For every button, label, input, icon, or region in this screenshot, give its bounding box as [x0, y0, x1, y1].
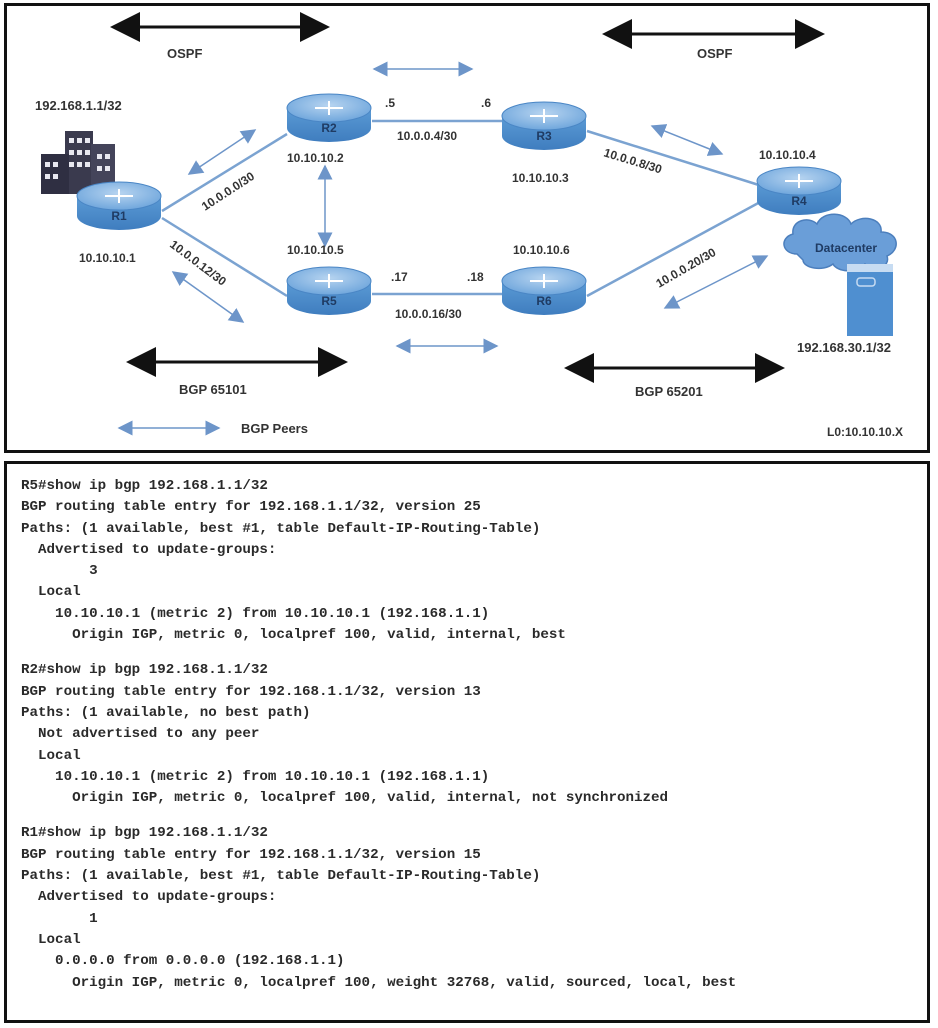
link-r6-r4 — [586, 199, 763, 298]
router-label: R1 — [111, 209, 127, 223]
cli-output-line: 10.10.10.1 (metric 2) from 10.10.10.1 (1… — [21, 605, 490, 622]
peer-arrow-r6-r4 — [663, 255, 769, 309]
router-label: R5 — [321, 294, 337, 308]
loopback-r6: 10.10.10.6 — [513, 243, 570, 257]
subnet-r3-r4: 10.0.0.8/30 — [602, 145, 664, 176]
cli-command-line: R5#show ip bgp 192.168.1.1/32 — [21, 478, 268, 494]
router-label: R6 — [536, 294, 552, 308]
legend-peer-label: BGP Peers — [241, 421, 308, 436]
subnet-r1-r2: 10.0.0.0/30 — [199, 169, 257, 214]
cli-output-line: BGP routing table entry for 192.168.1.1/… — [21, 683, 481, 700]
cli-command-line: R1#show ip bgp 192.168.1.1/32 — [21, 825, 268, 842]
router-r5: R5 — [286, 266, 372, 315]
peer-arrow-r1-r2 — [187, 129, 257, 175]
cli-output-line: Paths: (1 available, best #1, table Defa… — [21, 868, 541, 885]
router-label: R4 — [791, 194, 807, 208]
loopback-r4: 10.10.10.4 — [759, 148, 816, 162]
endpoint-r5-r6-a: .17 — [391, 270, 408, 284]
cli-output-line: 0.0.0.0 from 0.0.0.0 (192.168.1.1) — [21, 953, 345, 970]
datacenter-label: Datacenter — [815, 241, 877, 255]
loopback-r1: 10.10.10.1 — [79, 251, 136, 265]
cli-output-line: 10.10.10.1 (metric 2) from 10.10.10.1 (1… — [21, 768, 490, 785]
router-arrows-icon — [315, 101, 343, 115]
peer-arrow-r3-r4 — [650, 124, 724, 156]
cli-output-line: Local — [21, 584, 81, 601]
subnet-r5-r6: 10.0.0.16/30 — [395, 307, 462, 321]
links — [161, 119, 763, 298]
bgp-right-label: BGP 65201 — [635, 384, 703, 399]
cli-output-line: Origin IGP, metric 0, localpref 100, val… — [21, 627, 566, 644]
server-icon — [847, 264, 893, 336]
endpoint-r2-r3-b: .6 — [481, 96, 491, 110]
cli-output-line: 3 — [21, 563, 98, 580]
subnet-r6-r4: 10.0.0.20/30 — [654, 245, 719, 291]
cli-output-line: Paths: (1 available, no best path) — [21, 704, 311, 721]
cli-output-line: BGP routing table entry for 192.168.1.1/… — [21, 499, 481, 516]
router-r2: R2 — [286, 93, 372, 142]
loopback-r3: 10.10.10.3 — [512, 171, 569, 185]
router-arrows-icon — [105, 189, 133, 203]
site-left-prefix: 192.168.1.1/32 — [35, 98, 122, 113]
loopback-note: L0:10.10.10.X — [827, 425, 903, 439]
site-right-prefix: 192.168.30.1/32 — [797, 340, 891, 355]
cli-command-line: R2#show ip bgp 192.168.1.1/32 — [21, 662, 268, 679]
cli-output-line: Advertised to update-groups: — [21, 889, 277, 906]
subnet-r2-r3: 10.0.0.4/30 — [397, 129, 457, 143]
ospf-right-label: OSPF — [697, 46, 732, 61]
router-arrows-icon — [785, 174, 813, 188]
router-r3: R3 — [501, 101, 587, 150]
ospf-left-label: OSPF — [167, 46, 202, 61]
cli-output-line: BGP routing table entry for 192.168.1.1/… — [21, 846, 481, 863]
router-arrows-icon — [315, 274, 343, 288]
bgp-left-label: BGP 65101 — [179, 382, 247, 397]
router-arrows-icon — [530, 109, 558, 123]
loopback-r2: 10.10.10.2 — [287, 151, 344, 165]
datacenter-cloud-icon — [783, 213, 897, 272]
router-r6: R6 — [501, 266, 587, 315]
router-r4: R4 — [756, 166, 842, 215]
cli-output-line: Local — [21, 747, 81, 764]
router-label: R3 — [536, 129, 552, 143]
endpoint-r5-r6-b: .18 — [467, 270, 484, 284]
router-arrows-icon — [530, 274, 558, 288]
cli-output-line: Origin IGP, metric 0, localpref 100, wei… — [21, 974, 737, 991]
cli-output-line: Paths: (1 available, best #1, table Defa… — [21, 520, 541, 537]
cli-output-line: Not advertised to any peer — [21, 726, 260, 743]
link-r3-r4 — [586, 129, 763, 188]
peer-arrow-r1-r5 — [171, 271, 245, 323]
link-r1-r5 — [161, 216, 288, 298]
cli-output-line: Local — [21, 931, 81, 948]
loopback-r5: 10.10.10.5 — [287, 243, 344, 257]
subnet-r1-r5: 10.0.0.12/30 — [167, 237, 229, 289]
cli-output-line: Advertised to update-groups: — [21, 541, 277, 558]
cli-output-line: Origin IGP, metric 0, localpref 100, val… — [21, 790, 669, 807]
router-label: R2 — [321, 121, 337, 135]
router-r1: R1 — [76, 181, 162, 230]
endpoint-r2-r3-a: .5 — [385, 96, 395, 110]
cli-output-line: 1 — [21, 910, 98, 927]
